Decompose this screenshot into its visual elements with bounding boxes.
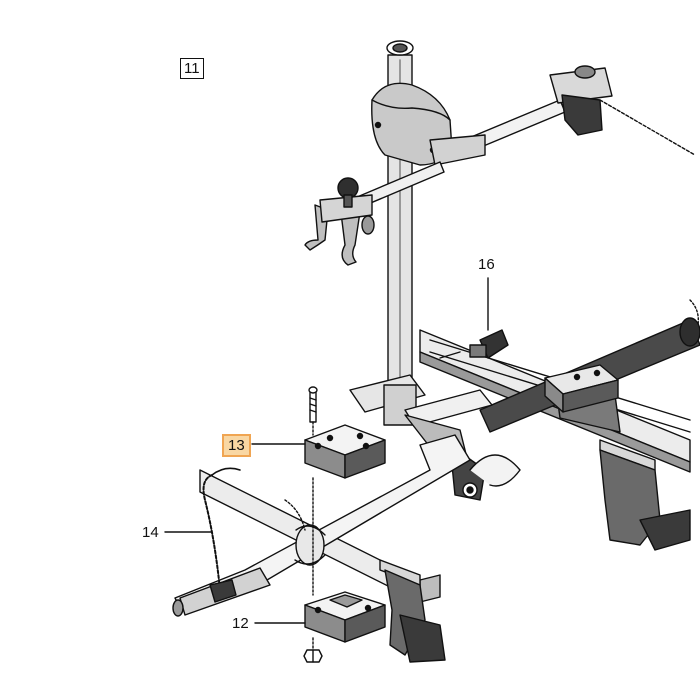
bolt-above-block-13 [308,386,318,423]
tube-clamp-band [284,499,326,566]
clamp-block-part-12 [304,591,386,643]
step-number-box: 11 [180,58,204,79]
upper-right-arm [429,99,566,166]
callout-14: 14 [142,524,159,541]
upper-right-cradle [549,65,696,156]
base-foot-right [599,439,691,551]
knob-part-16 [439,329,509,359]
callout-13-highlighted: 13 [222,434,251,457]
clamp-block-part-13 [304,424,386,479]
upper-left-hook-cradle [304,177,375,266]
cable-strap-part-14 [202,467,241,603]
right-arm-clamp-block [544,364,619,413]
callout-12: 12 [232,615,249,632]
nut-below-block-12 [303,649,323,663]
callout-16: 16 [478,256,495,273]
